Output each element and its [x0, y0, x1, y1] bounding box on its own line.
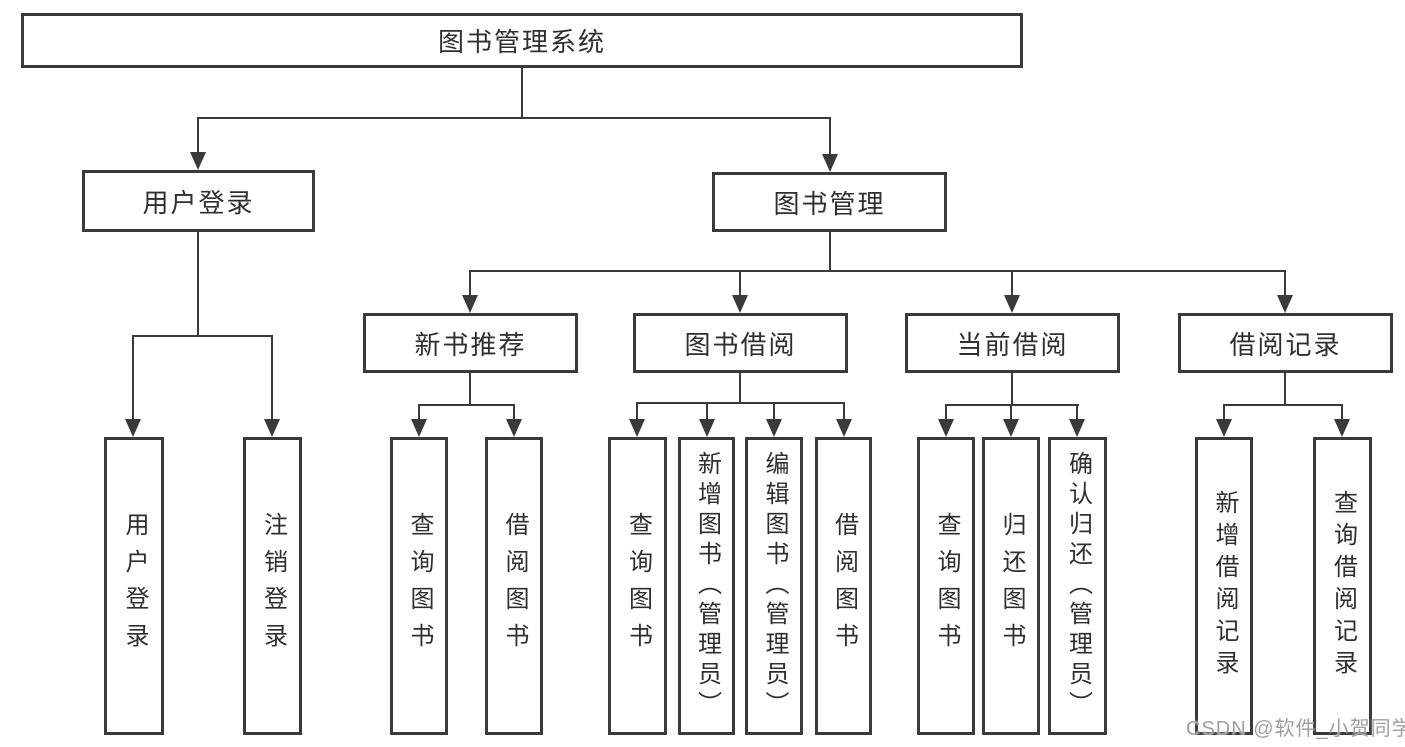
arrowhead-icon	[629, 419, 645, 437]
node-user-login: 用户登录	[82, 170, 315, 232]
node-label: 用户登录	[121, 512, 148, 660]
connector-line	[132, 335, 273, 337]
connector-line	[132, 335, 134, 421]
node-v-add-book: 新增图书（管理员）	[678, 437, 735, 735]
node-v-user-login: 用户登录	[104, 437, 164, 735]
connector-line	[1011, 270, 1013, 298]
node-borrow-records: 借阅记录	[1178, 313, 1393, 373]
connector-line	[1341, 404, 1343, 422]
connector-line	[197, 117, 831, 119]
connector-line	[469, 270, 1286, 272]
connector-line	[636, 402, 845, 404]
connector-line	[945, 404, 1079, 406]
node-v-query-book-2: 查询图书	[608, 437, 667, 735]
node-v-borrow-book-2: 借阅图书	[815, 437, 872, 735]
connector-line	[739, 270, 741, 298]
arrowhead-icon	[732, 295, 748, 313]
node-label: 确认归还（管理员）	[1064, 451, 1092, 721]
node-label: 当前借阅	[956, 329, 1069, 360]
arrowhead-icon	[264, 419, 280, 437]
connector-line	[829, 230, 831, 272]
node-current-borrow: 当前借阅	[905, 313, 1120, 373]
node-label: 查询图书	[933, 512, 960, 660]
arrowhead-icon	[1069, 419, 1085, 437]
arrowhead-icon	[1216, 419, 1232, 437]
node-label: 新增图书（管理员）	[693, 451, 721, 721]
arrowhead-icon	[1277, 295, 1293, 313]
node-v-return-book: 归还图书	[982, 437, 1040, 735]
node-root: 图书管理系统	[21, 13, 1023, 68]
node-book-borrow: 图书借阅	[633, 313, 848, 373]
arrowhead-icon	[938, 419, 954, 437]
arrowhead-icon	[699, 419, 715, 437]
arrowhead-icon	[1004, 295, 1020, 313]
connector-line	[418, 404, 420, 422]
connector-line	[197, 117, 199, 157]
connector-line	[521, 68, 523, 119]
node-v-query-book-1: 查询图书	[390, 437, 448, 735]
node-v-borrow-book-1: 借阅图书	[485, 437, 543, 735]
arrowhead-icon	[506, 419, 522, 437]
arrowhead-icon	[1334, 419, 1350, 437]
node-label: 借阅图书	[501, 512, 528, 660]
connector-line	[773, 402, 775, 422]
arrowhead-icon	[1003, 419, 1019, 437]
node-book-mgmt: 图书管理	[712, 172, 947, 232]
connector-line	[1223, 404, 1225, 422]
node-label: 借阅图书	[830, 512, 858, 660]
connector-line	[197, 230, 199, 336]
connector-line	[1284, 270, 1286, 298]
node-label: 新书推荐	[414, 329, 527, 360]
node-v-logout: 注销登录	[243, 437, 302, 735]
connector-line	[1223, 404, 1343, 406]
node-v-query-book-3: 查询图书	[917, 437, 975, 735]
arrowhead-icon	[822, 154, 838, 172]
arrowhead-icon	[190, 152, 206, 170]
connector-line	[706, 402, 708, 422]
connector-line	[513, 404, 515, 422]
connector-line	[469, 270, 471, 298]
connector-line	[636, 402, 638, 422]
arrowhead-icon	[411, 419, 427, 437]
connector-line	[271, 335, 273, 421]
node-label: 借阅记录	[1229, 329, 1342, 360]
arrowhead-icon	[766, 419, 782, 437]
node-label: 图书管理	[773, 188, 886, 219]
csdn-watermark: CSDN @软件_小贺同学	[1186, 718, 1405, 740]
connector-line	[1284, 371, 1286, 406]
node-v-confirm-return: 确认归还（管理员）	[1048, 437, 1107, 735]
connector-line	[843, 402, 845, 422]
node-new-book-rec: 新书推荐	[363, 313, 578, 373]
arrowhead-icon	[125, 419, 141, 437]
node-label: 新增借阅记录	[1211, 490, 1238, 682]
node-label: 查询图书	[406, 512, 433, 660]
node-label: 查询图书	[624, 512, 652, 660]
connector-line	[1076, 404, 1078, 422]
arrowhead-icon	[836, 419, 852, 437]
node-label: 图书管理系统	[437, 27, 606, 57]
connector-line	[829, 117, 831, 159]
node-v-add-record: 新增借阅记录	[1195, 437, 1253, 735]
node-v-edit-book: 编辑图书（管理员）	[745, 437, 803, 735]
connector-line	[1010, 404, 1012, 422]
node-label: 编辑图书（管理员）	[761, 451, 788, 721]
node-label: 归还图书	[998, 512, 1025, 660]
node-label: 注销登录	[259, 512, 287, 660]
node-v-query-record: 查询借阅记录	[1313, 437, 1372, 735]
node-label: 图书借阅	[684, 329, 797, 360]
connector-line	[1011, 371, 1013, 406]
connector-line	[739, 371, 741, 404]
connector-line	[418, 404, 515, 406]
node-label: 用户登录	[142, 187, 255, 218]
node-label: 查询借阅记录	[1329, 490, 1357, 682]
connector-line	[945, 404, 947, 422]
connector-line	[469, 371, 471, 406]
arrowhead-icon	[462, 295, 478, 313]
